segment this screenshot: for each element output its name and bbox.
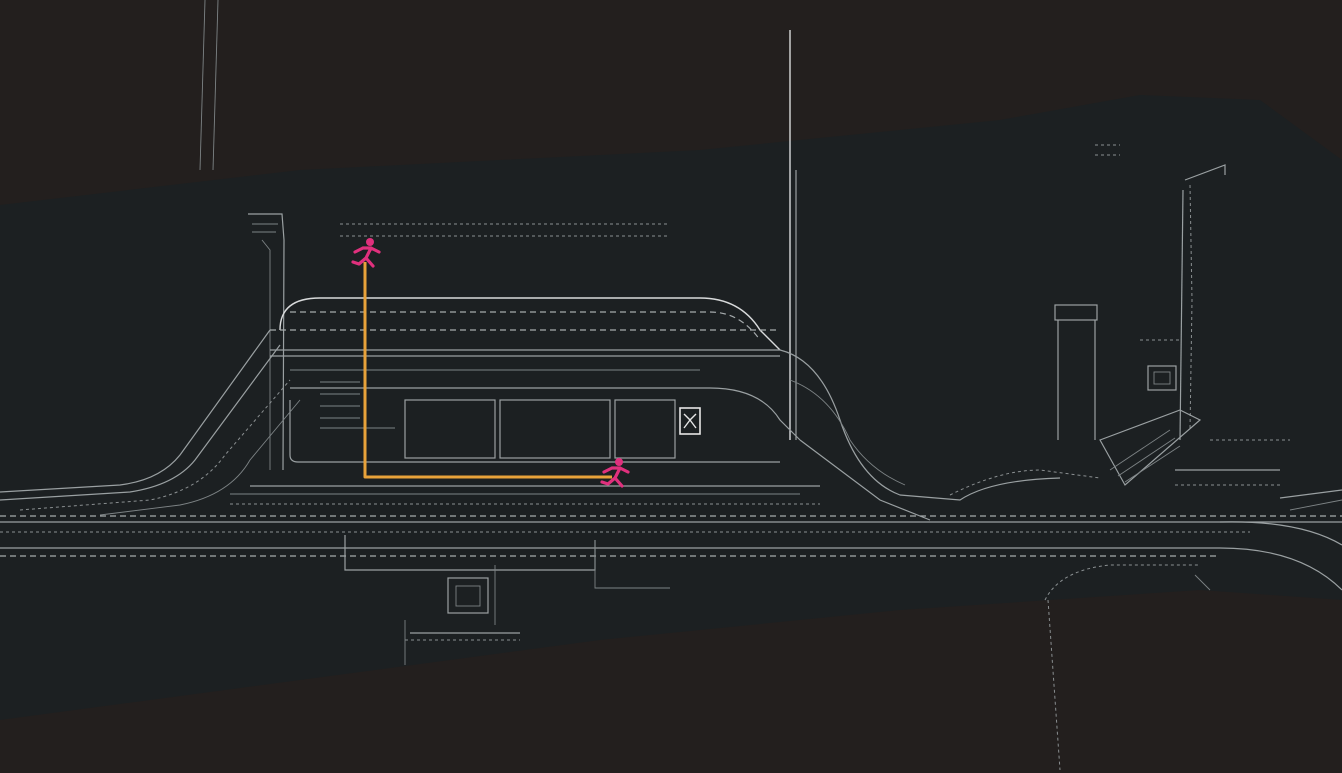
upper-guides <box>340 223 668 237</box>
left-ramps <box>0 329 301 516</box>
elevator-icon <box>679 407 701 435</box>
walking-route <box>363 262 612 479</box>
map-area-band <box>0 95 1342 720</box>
right-structures <box>1054 144 1290 486</box>
rail-tracks <box>0 485 1342 591</box>
underpass <box>344 535 670 665</box>
lower-right-lines <box>1044 564 1211 771</box>
top-structures <box>199 0 797 440</box>
right-curves <box>779 349 1101 521</box>
station-building <box>270 297 801 463</box>
left-post <box>248 213 285 471</box>
running-person-icon[interactable] <box>351 238 381 268</box>
running-person-icon[interactable] <box>600 458 630 488</box>
